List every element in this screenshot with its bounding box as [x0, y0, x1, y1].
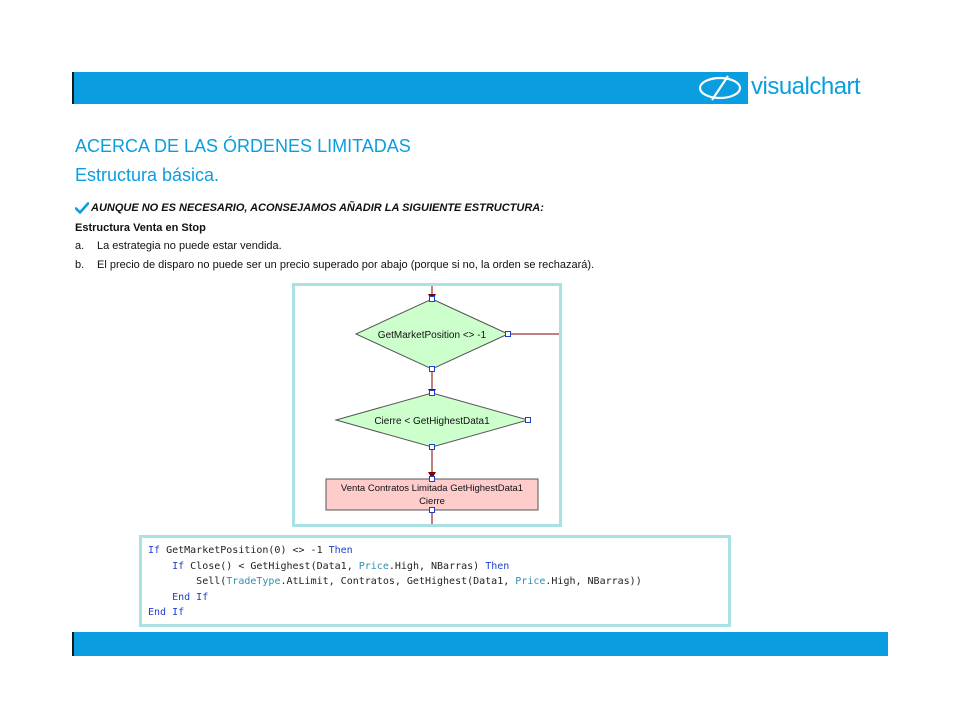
recommendation-line: AUNQUE NO ES NECESARIO, ACONSEJAMOS AÑAD…: [75, 202, 544, 214]
code-token: GetMarketPosition(0) <> -1: [160, 545, 329, 556]
code-token: .High, NBarras): [388, 560, 486, 572]
connection-handle: [525, 417, 531, 423]
code-token: .High, NBarras)): [545, 576, 642, 587]
list-item: a. La estrategia no puede estar vendida.: [75, 240, 282, 252]
code-token: .AtLimit, Contratos, GetHighest(Data1,: [280, 576, 516, 587]
footer-bar: [72, 632, 888, 656]
code-keyword: If: [172, 560, 185, 572]
list-item-label: a.: [75, 240, 85, 252]
list-item: b. El precio de disparo no puede ser un p…: [75, 259, 594, 271]
decision-label: GetMarketPosition <> -1: [378, 330, 487, 341]
connection-handle: [429, 507, 435, 513]
flowchart-frame: GetMarketPosition <> -1 Cierre < GetHigh…: [292, 283, 562, 527]
header-bar-edge: [72, 72, 74, 104]
connection-handle: [505, 331, 511, 337]
visualchart-logo-icon: [698, 75, 742, 101]
list-item-text: El precio de disparo no puede ser un pre…: [97, 259, 595, 271]
flowchart: GetMarketPosition <> -1 Cierre < GetHigh…: [325, 286, 559, 524]
arrow-head: [428, 472, 436, 479]
code-type: Price: [358, 560, 389, 572]
action-label-line1: Venta Contratos Limitada GetHighestData1: [341, 483, 523, 494]
structure-heading: Estructura Venta en Stop: [75, 222, 206, 234]
action-label-line2: Cierre: [419, 496, 445, 507]
code-token: Sell(: [196, 576, 227, 587]
connection-handle: [429, 476, 435, 482]
list-item-text: La estrategia no puede estar vendida.: [97, 240, 282, 252]
decision-label: Cierre < GetHighestData1: [374, 416, 490, 427]
code-indent: [148, 576, 196, 587]
list-item-label: b.: [75, 259, 85, 271]
code-block: If GetMarketPosition(0) <> -1 Then If Cl…: [139, 535, 731, 627]
code-indent: [148, 561, 172, 572]
code-keyword: Then: [485, 560, 510, 572]
code-token: Close() < GetHighest(Data1,: [184, 560, 359, 572]
code-text: If GetMarketPosition(0) <> -1 Then If Cl…: [148, 543, 642, 621]
check-icon: [75, 202, 89, 214]
recommendation-text: AUNQUE NO ES NECESARIO, ACONSEJAMOS AÑAD…: [91, 202, 544, 214]
slide-subtitle: Estructura básica.: [75, 165, 220, 185]
code-keyword: If: [148, 545, 161, 556]
code-keyword: End If: [172, 591, 209, 603]
brand-name: visualchart: [751, 73, 861, 100]
logo-background: [748, 72, 888, 104]
connection-handle: [429, 296, 435, 302]
code-keyword: End If: [148, 607, 185, 618]
connection-handle: [429, 366, 435, 372]
connection-handle: [429, 390, 435, 396]
footer-bar-edge: [72, 632, 74, 656]
code-keyword: Then: [328, 545, 353, 556]
connection-handle: [429, 444, 435, 450]
code-type: TradeType: [226, 576, 281, 587]
code-indent: [148, 592, 172, 603]
slide-title: ACERCA DE LAS ÓRDENES LIMITADAS: [75, 136, 411, 156]
code-type: Price: [515, 576, 546, 587]
